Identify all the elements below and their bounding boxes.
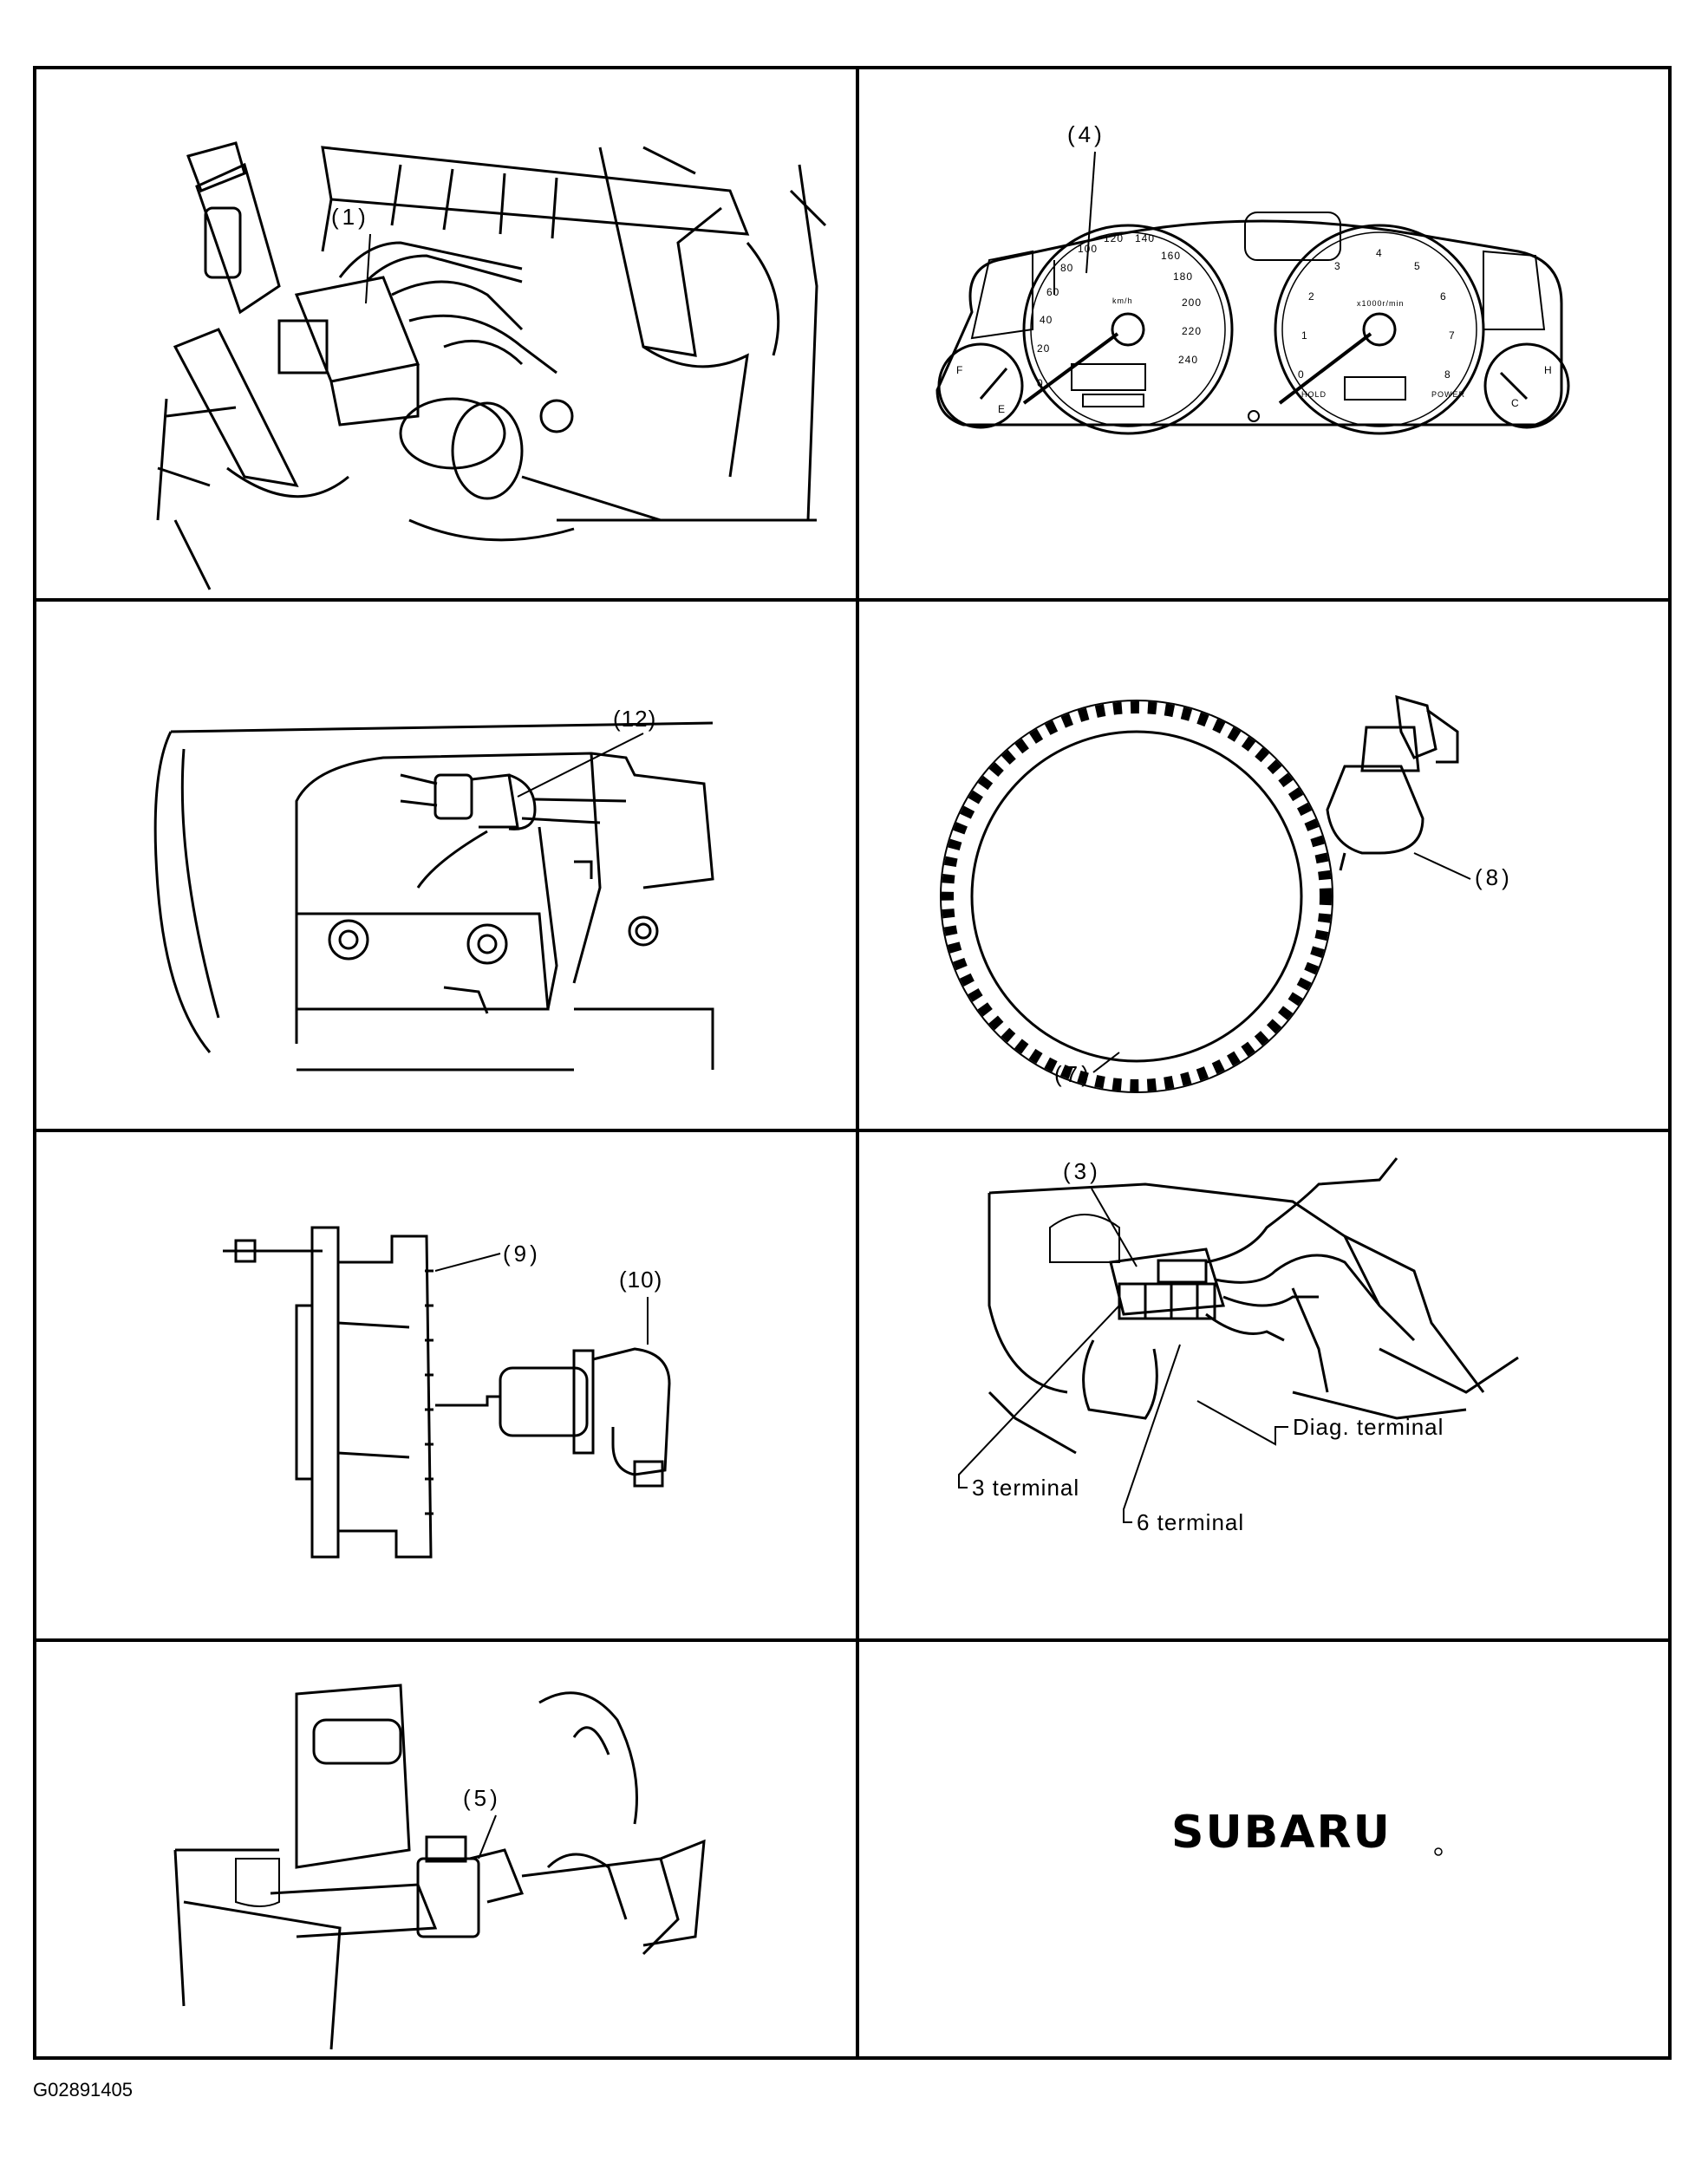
tacho-unit: x1000r/min: [1357, 299, 1405, 308]
temp-cold-label: C: [1511, 397, 1520, 409]
control-module-drawing: [173, 1684, 706, 2050]
tacho-tick-label: 8: [1444, 368, 1451, 381]
speedo-tick-label: 0: [1037, 377, 1044, 389]
speedo-tick-label: 160: [1161, 250, 1182, 262]
callout-12: (12): [613, 706, 657, 732]
callout-5-leader: [478, 1814, 497, 1860]
label-3-terminal: 3 terminal: [972, 1475, 1080, 1501]
panel-stop-light-switch: (12): [36, 602, 856, 1129]
speedo-tick-label: 100: [1078, 243, 1098, 255]
panel-brand: SUBARU: [859, 1642, 1675, 2060]
tacho-tick-label: 2: [1308, 290, 1315, 303]
tacho-tick-label: 5: [1414, 260, 1421, 272]
callout-leaders: [434, 1253, 649, 1345]
callout-3: (3): [1063, 1158, 1101, 1184]
callout-1-leader: [365, 233, 371, 304]
temp-hot-label: H: [1544, 364, 1553, 376]
tacho-tick-label: 1: [1301, 329, 1308, 342]
power-label: POWER: [1431, 390, 1466, 399]
row-divider-1: [36, 598, 1668, 602]
callout-9: (9): [503, 1241, 541, 1267]
hydraulic-unit-drawing: [156, 141, 827, 590]
callout-7: (7): [1054, 1061, 1092, 1087]
row-divider-3: [36, 1638, 1668, 1642]
callout-4: (4): [1067, 121, 1105, 147]
terminal-leaders: [958, 1188, 1288, 1523]
panel-hydraulic-unit: (1): [36, 69, 856, 598]
tone-wheel-drawing: [940, 694, 1459, 1093]
speedo-tick-label: 40: [1040, 314, 1053, 326]
speedo-unit: km/h: [1112, 296, 1133, 305]
callout-8: (8): [1475, 864, 1513, 890]
hold-label: HOLD: [1301, 390, 1327, 399]
tacho-tick-label: 0: [1298, 368, 1305, 381]
callout-1: (1): [331, 204, 369, 230]
callout-leaders: [1092, 852, 1471, 1073]
tacho-tick-label: 6: [1440, 290, 1447, 303]
speedo-tick-label: 180: [1173, 270, 1194, 283]
label-diag-terminal: Diag. terminal: [1293, 1414, 1444, 1440]
diagnosis-connector-drawing: [988, 1157, 1519, 1455]
speedo-tick-label: 120: [1104, 232, 1125, 244]
figure-code: G02891405: [33, 2079, 133, 2101]
speedo-tick-label: 140: [1135, 232, 1156, 244]
panel-control-module: (5): [36, 1642, 856, 2060]
speedo-tick-label: 80: [1060, 262, 1074, 274]
fuel-empty-label: E: [998, 403, 1007, 415]
combination-meter-drawing: [935, 212, 1570, 435]
panel-instrument-cluster: (4) 0 20 40 60 80 100 120 140 160 180 20…: [859, 69, 1675, 598]
vertical-divider: [856, 69, 859, 2056]
rotor-sensor-drawing: [223, 1226, 671, 1559]
callout-10: (10): [619, 1267, 663, 1293]
row-divider-2: [36, 1129, 1668, 1132]
panel-diagnosis-connector: (3) 3 terminal 6 terminal Diag. terminal: [859, 1132, 1675, 1638]
speedo-tick-label: 200: [1182, 296, 1203, 309]
fuel-full-label: F: [956, 364, 964, 376]
callout-5: (5): [463, 1785, 501, 1811]
speedo-tick-label: 20: [1037, 342, 1051, 355]
tacho-tick-label: 3: [1334, 260, 1341, 272]
callout-12-leader: [517, 733, 644, 798]
callout-4-leader: [1085, 151, 1096, 274]
tacho-tick-label: 7: [1449, 329, 1456, 342]
tacho-tick-label: 4: [1376, 247, 1383, 259]
speedo-tick-label: 220: [1182, 325, 1203, 337]
panel-tone-wheel: (8) (7): [859, 602, 1675, 1129]
diagram-sheet: (1): [33, 66, 1672, 2060]
speedo-tick-label: 240: [1178, 354, 1199, 366]
stop-light-switch-drawing: [153, 721, 714, 1071]
subaru-logo: SUBARU: [1171, 1807, 1392, 1859]
label-6-terminal: 6 terminal: [1137, 1509, 1245, 1535]
speedo-tick-label: 60: [1046, 286, 1060, 298]
registered-mark: [1434, 1847, 1443, 1856]
panel-rotor-sensor: (9) (10): [36, 1132, 856, 1638]
